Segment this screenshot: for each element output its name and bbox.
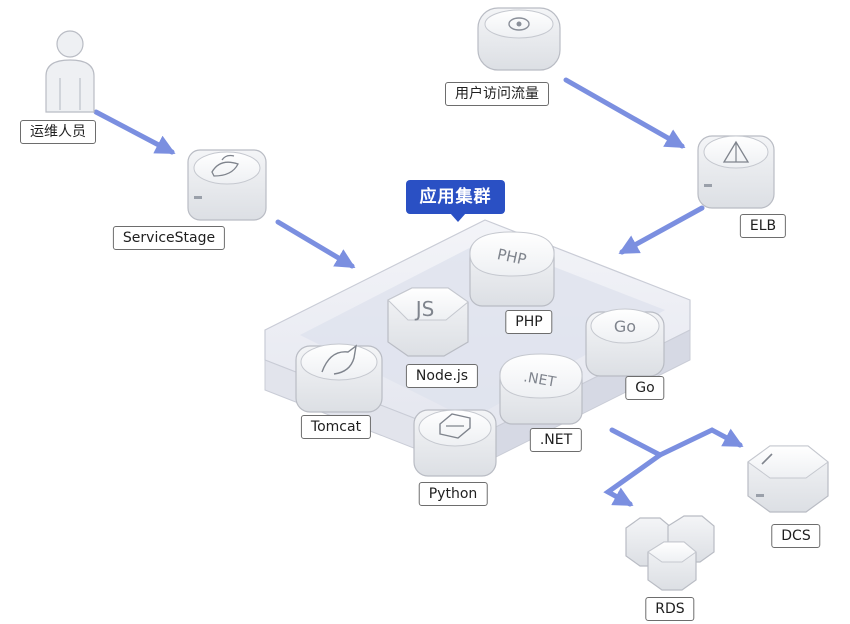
arrow-traffic-to-elb — [563, 77, 686, 149]
dotnet-cube-icon: .NET — [499, 353, 583, 425]
cluster-badge-pointer — [450, 213, 466, 222]
arrow-elb-to-cluster — [618, 205, 705, 255]
label-php: PHP — [505, 310, 553, 334]
arrow-cluster-to-dcs — [609, 427, 744, 458]
label-python: Python — [418, 482, 488, 506]
label-dotnet: .NET — [529, 428, 583, 452]
arrow-servicestage-to-cluster — [275, 219, 356, 269]
label-ops: 运维人员 — [20, 120, 96, 144]
rds-icon — [625, 515, 715, 591]
php-cube-icon: PHP — [469, 231, 555, 307]
arrow-cluster-to-rds — [603, 452, 663, 507]
label-elb: ELB — [739, 214, 787, 238]
cluster-badge: 应用集群 — [406, 180, 505, 214]
label-go: Go — [625, 376, 665, 400]
nodejs-hex-icon: JS — [387, 287, 469, 357]
go-icon-text: Go — [614, 317, 636, 336]
label-dcs: DCS — [771, 524, 821, 548]
label-nodejs: Node.js — [405, 364, 479, 388]
arrows — [93, 77, 744, 507]
elb-icon — [697, 135, 775, 209]
python-icon — [413, 409, 497, 477]
label-traffic: 用户访问流量 — [445, 82, 549, 106]
dotnet-icon-text: .NET — [522, 369, 557, 390]
person-icon — [45, 30, 95, 113]
label-servicestage: ServiceStage — [112, 226, 226, 250]
arrow-ops-to-servicestage — [93, 109, 176, 155]
php-icon-text: PHP — [496, 245, 528, 269]
label-tomcat: Tomcat — [300, 415, 372, 439]
tomcat-icon — [295, 343, 383, 413]
go-cube-icon: Go — [585, 308, 665, 377]
js-icon-text: JS — [414, 297, 435, 321]
dcs-icon — [747, 445, 829, 513]
traffic-node-icon — [477, 7, 561, 71]
label-rds: RDS — [645, 597, 695, 621]
servicestage-icon — [187, 149, 267, 221]
